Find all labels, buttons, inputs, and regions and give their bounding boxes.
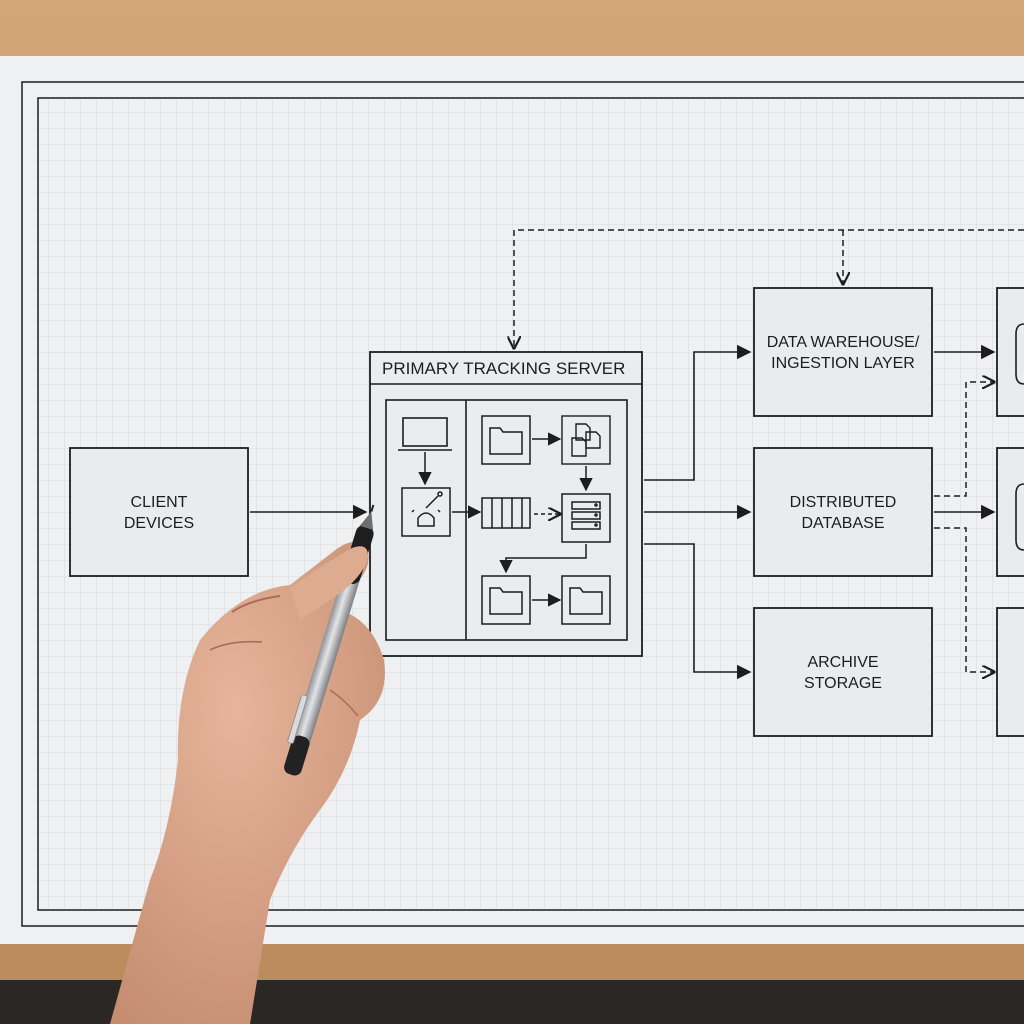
edge-dashed-db-up	[934, 382, 994, 497]
dashed-connectors	[514, 229, 1024, 672]
folder-icon	[481, 575, 531, 625]
distributed-db-label-1: DISTRIBUTED	[790, 494, 897, 511]
hand-with-pen	[110, 504, 385, 1024]
node-data-warehouse: DATA WAREHOUSE/ INGESTION LAYER	[753, 287, 933, 417]
laptop-icon	[398, 417, 452, 451]
documents-icon	[561, 415, 611, 465]
queue-icon	[481, 497, 531, 529]
offscreen-box-middle	[996, 447, 1024, 577]
edge-dashed-db-down	[934, 527, 994, 672]
archive-storage-label-1: ARCHIVE	[807, 654, 878, 671]
connectors	[250, 344, 996, 680]
offscreen-box-bottom	[996, 607, 1024, 737]
node-archive-storage: ARCHIVE STORAGE	[753, 607, 933, 737]
archive-storage-label-2: STORAGE	[804, 675, 882, 692]
database-icon	[1015, 323, 1024, 385]
distributed-db-label-2: DATABASE	[802, 515, 885, 532]
client-devices-label-2: DEVICES	[124, 515, 194, 532]
inner-frame	[37, 97, 1024, 911]
data-warehouse-label-2: INGESTION LAYER	[771, 355, 915, 372]
edge-dashed-feedback	[514, 229, 1024, 348]
folder-icon	[481, 415, 531, 465]
node-client-devices: CLIENT DEVICES	[69, 447, 249, 577]
sensor-icon	[401, 487, 451, 537]
offscreen-box-top	[996, 287, 1024, 417]
database-icon	[1015, 483, 1024, 551]
primary-server-title: PRIMARY TRACKING SERVER	[382, 359, 625, 378]
thumb	[290, 546, 368, 620]
data-warehouse-label-1: DATA WAREHOUSE/	[767, 334, 920, 351]
node-distributed-database: DISTRIBUTED DATABASE	[753, 447, 933, 577]
edge-server-to-archive	[644, 543, 752, 680]
edge-server-to-warehouse	[644, 344, 752, 481]
client-devices-label-1: CLIENT	[131, 494, 188, 511]
outer-frame	[21, 81, 1024, 927]
folder-icon	[561, 575, 611, 625]
server-rack-icon	[561, 493, 611, 543]
node-primary-tracking-server: PRIMARY TRACKING SERVER	[369, 351, 643, 657]
